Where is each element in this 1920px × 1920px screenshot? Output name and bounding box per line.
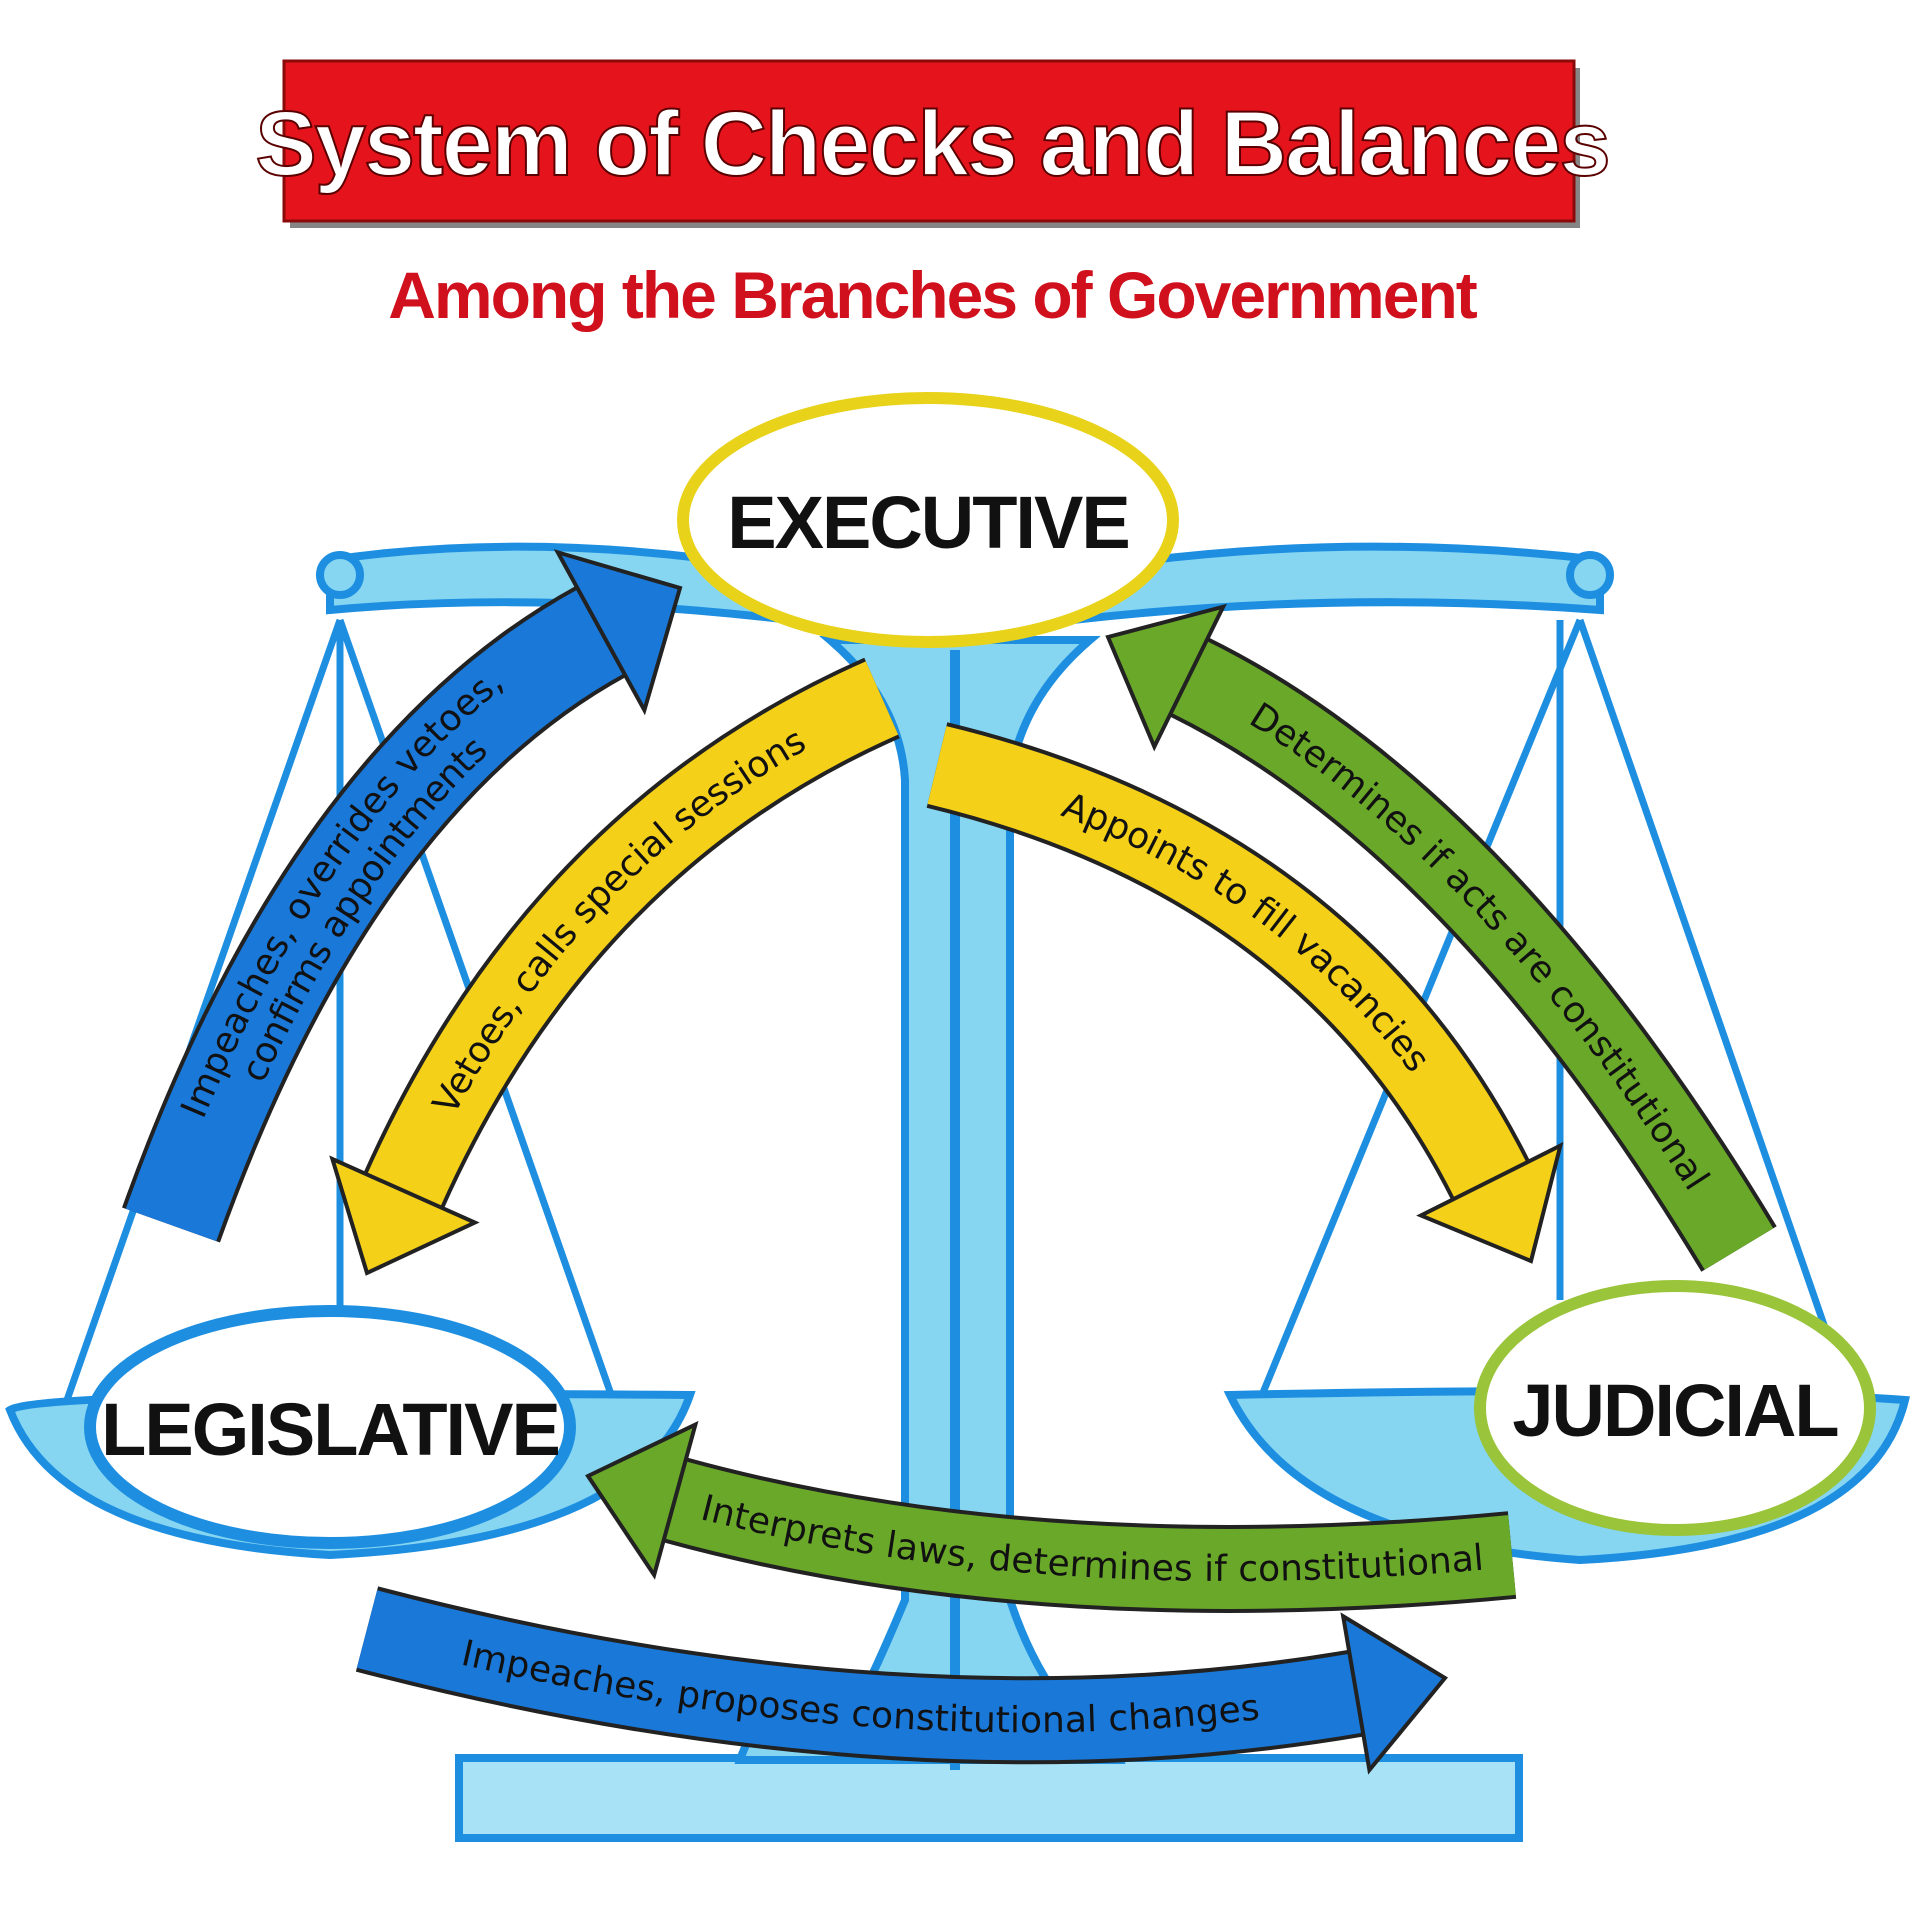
- title-banner: System of Checks and Balances: [254, 59, 1612, 228]
- arrowhead: [1105, 603, 1227, 752]
- judicial-node: JUDICIAL: [1474, 1280, 1876, 1536]
- arrow-shaft: [367, 661, 899, 1208]
- arrowhead: [1340, 1612, 1449, 1775]
- arrow-shaft: [125, 589, 625, 1242]
- scale-base: [455, 1754, 1523, 1842]
- arrowhead: [1416, 1141, 1564, 1264]
- legislative-label: LEGISLATIVE: [101, 1388, 559, 1471]
- judicial-label: JUDICIAL: [1512, 1369, 1837, 1452]
- arrowhead: [553, 549, 683, 716]
- arrow-shaft: [356, 1590, 1364, 1761]
- arrowhead: [585, 1420, 699, 1580]
- arrow-shaft: [1171, 640, 1774, 1270]
- arrow-judicial-to-executive: Determines if acts are constitutional: [1105, 603, 1777, 1272]
- executive-node: EXECUTIVE: [677, 392, 1179, 648]
- arrowhead: [329, 1155, 480, 1276]
- legislative-node: LEGISLATIVE: [84, 1305, 576, 1549]
- subtitle: Among the Branches of Government: [388, 258, 1478, 332]
- executive-label: EXECUTIVE: [727, 481, 1128, 564]
- arrow-shaft: [927, 726, 1527, 1199]
- title: System of Checks and Balances: [255, 93, 1608, 195]
- arrow-shaft: [664, 1461, 1516, 1609]
